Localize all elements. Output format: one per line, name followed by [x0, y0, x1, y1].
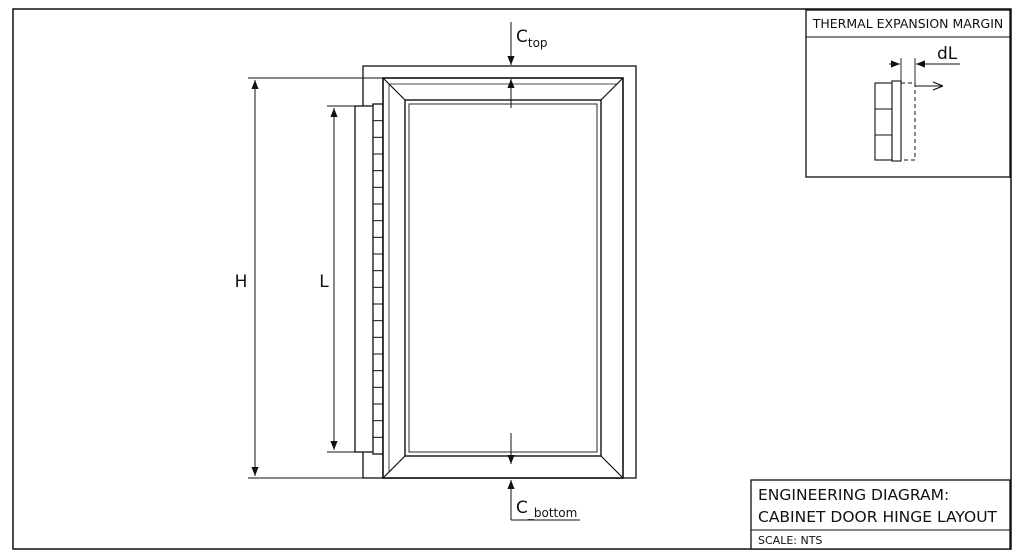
clearance-bottom-dimension — [507, 433, 580, 521]
height-dimension — [248, 77, 383, 479]
clearance-bottom-label: C_bottom — [516, 498, 577, 520]
hinge-length-label: L — [319, 272, 329, 292]
hinge-barrel — [372, 103, 384, 455]
inset-title: THERMAL EXPANSION MARGIN — [812, 16, 1004, 31]
title-line-1: ENGINEERING DIAGRAM: — [758, 486, 949, 504]
hinge-leaf — [354, 105, 376, 453]
scale-label: SCALE: NTS — [758, 534, 822, 547]
clearance-top-label: Ctop — [516, 27, 548, 50]
cabinet-door — [382, 77, 624, 479]
sheet-border — [12, 8, 1012, 550]
height-label: H — [235, 272, 248, 292]
thermal-expansion-inset — [805, 9, 1011, 178]
expansion-label: dL — [937, 44, 958, 64]
hinge-length-dimension — [327, 105, 355, 453]
title-line-2: CABINET DOOR HINGE LAYOUT — [758, 508, 998, 526]
title-block — [750, 479, 1011, 550]
